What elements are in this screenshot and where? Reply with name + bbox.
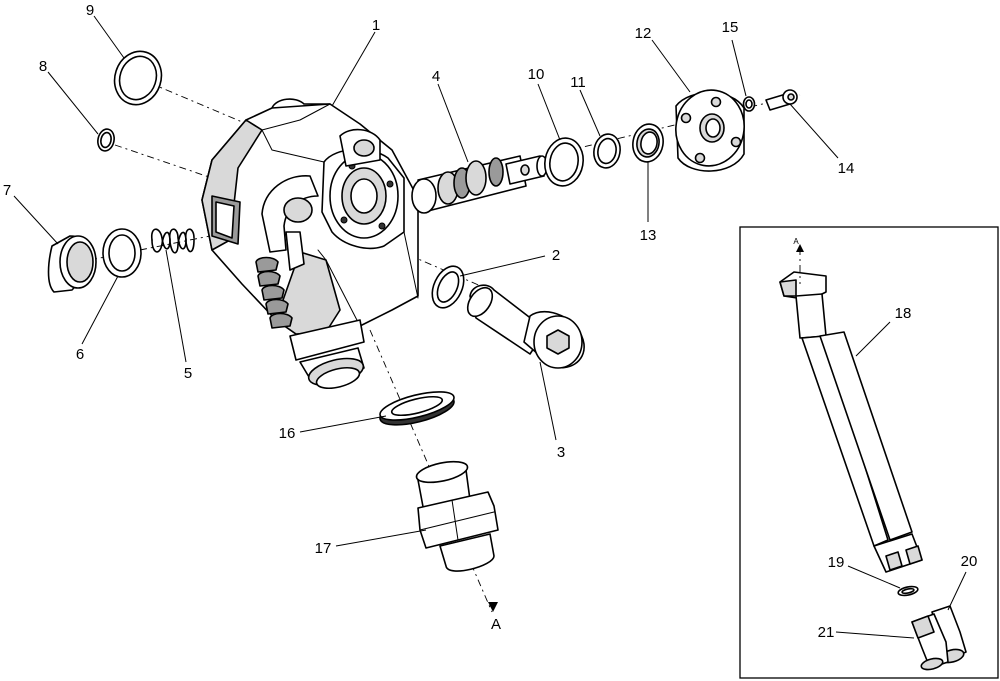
leader-17 <box>335 529 427 547</box>
leader-5 <box>165 249 187 363</box>
leader-9 <box>93 15 125 59</box>
axis-part-9 <box>149 82 281 139</box>
part-3-socket-bolt <box>466 284 585 369</box>
leader-20 <box>947 571 967 611</box>
part-9-o-ring-large <box>113 50 163 106</box>
callout-10: 10 <box>528 66 545 83</box>
callout-15: 15 <box>722 19 739 36</box>
inset-marker-arrow <box>796 244 804 252</box>
inset-frame <box>739 226 999 679</box>
leader-1 <box>331 31 376 107</box>
callout-6: 6 <box>76 346 84 363</box>
leader-3 <box>539 361 557 441</box>
leader-12 <box>651 39 691 93</box>
callout-17: 17 <box>315 540 332 557</box>
marker-a-main: A <box>491 616 501 633</box>
callout-3: 3 <box>557 444 565 461</box>
part-11-o-ring <box>593 133 621 169</box>
leader-21 <box>835 631 915 639</box>
callout-19: 19 <box>828 554 845 571</box>
part-5-spring <box>150 228 195 254</box>
part-15-washer <box>742 96 756 112</box>
callout-1: 1 <box>372 17 380 34</box>
leader-19 <box>847 565 901 589</box>
part-2-sealing-washer <box>431 265 465 309</box>
callout-16: 16 <box>279 425 296 442</box>
leader-11 <box>579 89 601 137</box>
part-13-backup-ring <box>632 123 664 163</box>
part-4-spool <box>411 155 548 214</box>
leader-7 <box>13 195 59 245</box>
callout-11: 11 <box>570 74 586 91</box>
callout-9: 9 <box>86 2 94 19</box>
leader-10 <box>537 83 561 141</box>
part-21-fitting <box>911 613 949 671</box>
callout-13: 13 <box>640 227 657 244</box>
marker-a-inset: A <box>793 237 799 246</box>
part-12-end-cap <box>675 89 745 172</box>
leader-2 <box>459 255 546 277</box>
leader-6 <box>81 275 119 345</box>
leader-18 <box>855 321 891 357</box>
part-10-o-ring <box>544 137 584 187</box>
callout-21: 21 <box>818 624 835 641</box>
main-marker-arrow <box>488 602 498 612</box>
part-1-pump-body <box>201 98 419 390</box>
part-18-hose-assembly <box>779 271 923 573</box>
part-7-plug-cap <box>47 235 97 293</box>
part-17-adapter-nipple <box>415 460 499 572</box>
leader-8 <box>47 71 99 135</box>
part-6-washer <box>102 228 142 278</box>
part-16-bonded-seal <box>379 391 455 426</box>
callout-4: 4 <box>432 68 440 85</box>
leader-4 <box>437 83 469 163</box>
leader-14 <box>789 103 839 159</box>
callout-12: 12 <box>635 25 652 42</box>
part-8-o-ring-small <box>97 128 115 152</box>
callout-20: 20 <box>961 553 978 570</box>
callout-2: 2 <box>552 247 560 264</box>
leader-16 <box>299 415 387 433</box>
leader-15 <box>731 39 747 97</box>
callout-8: 8 <box>39 58 47 75</box>
leader-lines <box>13 15 967 639</box>
callout-numbers: 1 2 3 4 5 6 7 8 9 10 11 12 13 14 15 16 1… <box>3 2 978 641</box>
callout-14: 14 <box>838 160 855 177</box>
part-19-o-ring <box>897 585 919 597</box>
callout-18: 18 <box>895 305 912 322</box>
callout-5: 5 <box>184 365 192 382</box>
callout-7: 7 <box>3 182 11 199</box>
